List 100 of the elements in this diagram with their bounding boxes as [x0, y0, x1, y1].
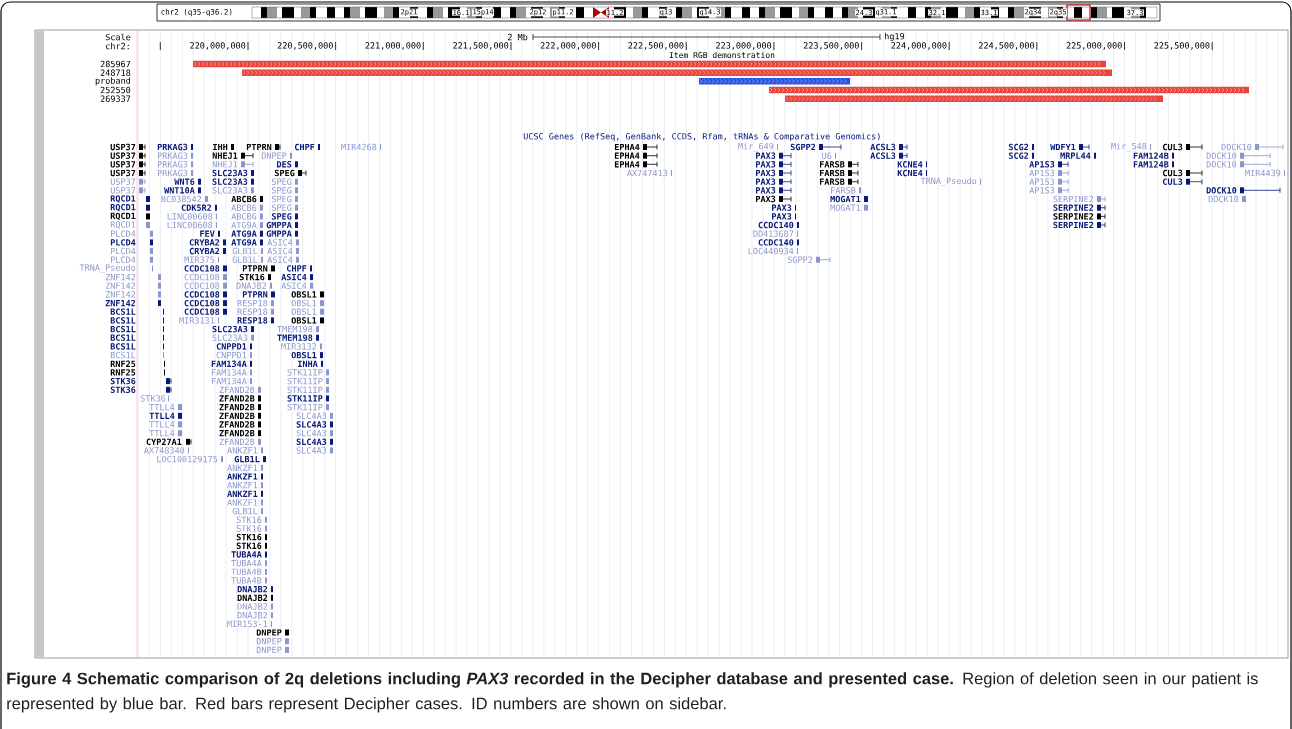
gene-label: SLC4A3: [296, 421, 327, 428]
gene-label: STK11IP: [287, 386, 323, 394]
gene-label: PAX3: [756, 152, 776, 159]
gene-label: STK36: [110, 386, 136, 393]
gene-label: ZFAND2B: [219, 429, 255, 437]
gene-label: STK11IP: [287, 377, 323, 385]
gene-label: PLCD4: [111, 230, 136, 237]
gene-label: RQCD1: [110, 195, 136, 203]
gene-label: TTLL4: [149, 421, 175, 428]
gene-label: AX747413: [627, 169, 668, 177]
gene-label: ZFAND2B: [219, 412, 255, 419]
gene-label: SLC4A3: [296, 438, 327, 446]
gene-label: GLB1L: [234, 455, 260, 463]
gene-label: SPEG: [274, 169, 295, 177]
gene-label: SPEG: [271, 178, 292, 185]
gene-label: SLC23A3: [212, 169, 248, 177]
gene-label: PAX3: [756, 178, 776, 185]
gene-label: PAX3: [756, 161, 776, 168]
gene-label: STK16: [239, 273, 265, 281]
gene-label: CRYBA2: [189, 239, 220, 246]
track-title: UCSC Genes (RefSeq, GenBank, CCDS, Rfam, tRNAs & Comparative Genomics): [523, 132, 880, 142]
gene-label: PAX3: [756, 169, 776, 177]
gene-label: ZFAND2B: [219, 386, 255, 393]
tick-label: 220,000,000: [190, 42, 246, 50]
gene-label: ATG9A: [231, 221, 257, 229]
gene-label: CCDC108: [184, 299, 220, 307]
assembly-label: hg19: [885, 32, 905, 42]
tick-label: 225,000,000: [1066, 42, 1122, 50]
gene-label: U6: [822, 152, 832, 159]
gene-label: MIR3132: [281, 343, 317, 350]
gene-label: MOGAT1: [830, 195, 861, 203]
gene-label: CNPPD1: [216, 351, 247, 359]
gene-label: STK11IP: [287, 403, 323, 411]
gene-label: DNAJB2: [237, 594, 268, 602]
gene-label: SPEG: [271, 213, 292, 220]
gene-label: ANKZF1: [227, 490, 258, 497]
gene-label: PAX3: [756, 195, 776, 203]
gene-label: ZFAND2B: [219, 421, 255, 428]
gene-label: PTPRN: [246, 143, 272, 151]
gene-label: RNF25: [110, 369, 136, 376]
gene-label: SPEG: [271, 204, 292, 211]
gene-label: Mir_649: [738, 142, 774, 152]
gene-label: LINC00608: [167, 221, 213, 229]
gene-label: ACSL3: [870, 152, 896, 159]
gene-label: PAX3: [756, 187, 776, 194]
gene-label: BC038542: [161, 195, 202, 203]
gene-label: RNF25: [110, 360, 136, 368]
gene-label: SERPINE2: [1053, 221, 1094, 229]
gene-label: CDK5R2: [181, 204, 212, 211]
gene-label: FAM124B: [1133, 161, 1169, 168]
gene-label: DOCK10: [1221, 143, 1252, 151]
tick-label: 224,500,000: [978, 42, 1035, 50]
gene-label: MIR375: [184, 256, 215, 263]
gene-label: STK16: [236, 525, 262, 532]
gene-label: CCDC140: [758, 239, 794, 246]
gene-label: STK11IP: [287, 395, 323, 402]
gene-label: LOC100129175: [157, 455, 218, 463]
gene-label: CNPPD1: [216, 343, 247, 350]
gene-label: DNPEP: [256, 638, 282, 645]
track-label: Scale: [105, 33, 131, 41]
track-label: 285967: [100, 60, 131, 68]
gene-label: BCS1L: [110, 317, 136, 324]
gene-label: CCDC108: [184, 265, 220, 272]
gene-label: EPHA4: [614, 161, 640, 168]
gene-label: ZNF142: [105, 282, 136, 289]
gene-label: Mir_548: [1111, 142, 1147, 152]
gene-label: EPHA4: [614, 143, 640, 151]
gene-label: SLC23A3: [212, 178, 248, 185]
gene-label: SLC4A3: [296, 429, 327, 437]
gene-label: SLC23A3: [212, 325, 248, 333]
gene-label: BCS1L: [110, 325, 136, 333]
gene-label: AP1S3: [1029, 169, 1055, 177]
gene-label: CCDC108: [184, 273, 220, 281]
tick-label: 224,000,000: [891, 42, 947, 50]
gene-label: CUL3: [1162, 143, 1183, 151]
gene-label: DNAJB2: [237, 586, 268, 593]
track-label: chr2:: [106, 42, 129, 50]
gene-label: SGPP2: [787, 256, 813, 263]
gene-label: SCG2: [1008, 143, 1029, 151]
gene-label: SERPINE2: [1053, 195, 1094, 203]
gene-label: MOGAT1: [830, 204, 861, 211]
gene-label: USP37: [110, 143, 136, 151]
gene-label: FAM134A: [211, 369, 247, 376]
gene-label: ASIC4: [281, 273, 307, 281]
tick-label: 222,500,000: [628, 42, 684, 50]
gene-label: BCS1L: [110, 334, 136, 341]
gene-label: PRKAG3: [157, 169, 188, 177]
gene-label: USP37: [110, 169, 136, 177]
gene-label: GLB1L: [232, 247, 258, 255]
gene-label: WNT10A: [164, 187, 195, 194]
track-title: Item RGB demonstration: [669, 51, 775, 59]
gene-label: OBSL1: [291, 308, 317, 315]
gene-label: ANKZF1: [227, 499, 258, 506]
gene-label: IHH: [213, 143, 228, 151]
gene-label: OBSL1: [291, 351, 317, 359]
gene-label: SERPINE2: [1053, 213, 1094, 220]
gene-label: TMEM198: [277, 325, 313, 333]
gene-label: CCDC140: [758, 221, 794, 229]
gene-label: STK16: [236, 542, 262, 549]
gene-label: FARSB: [820, 169, 845, 177]
